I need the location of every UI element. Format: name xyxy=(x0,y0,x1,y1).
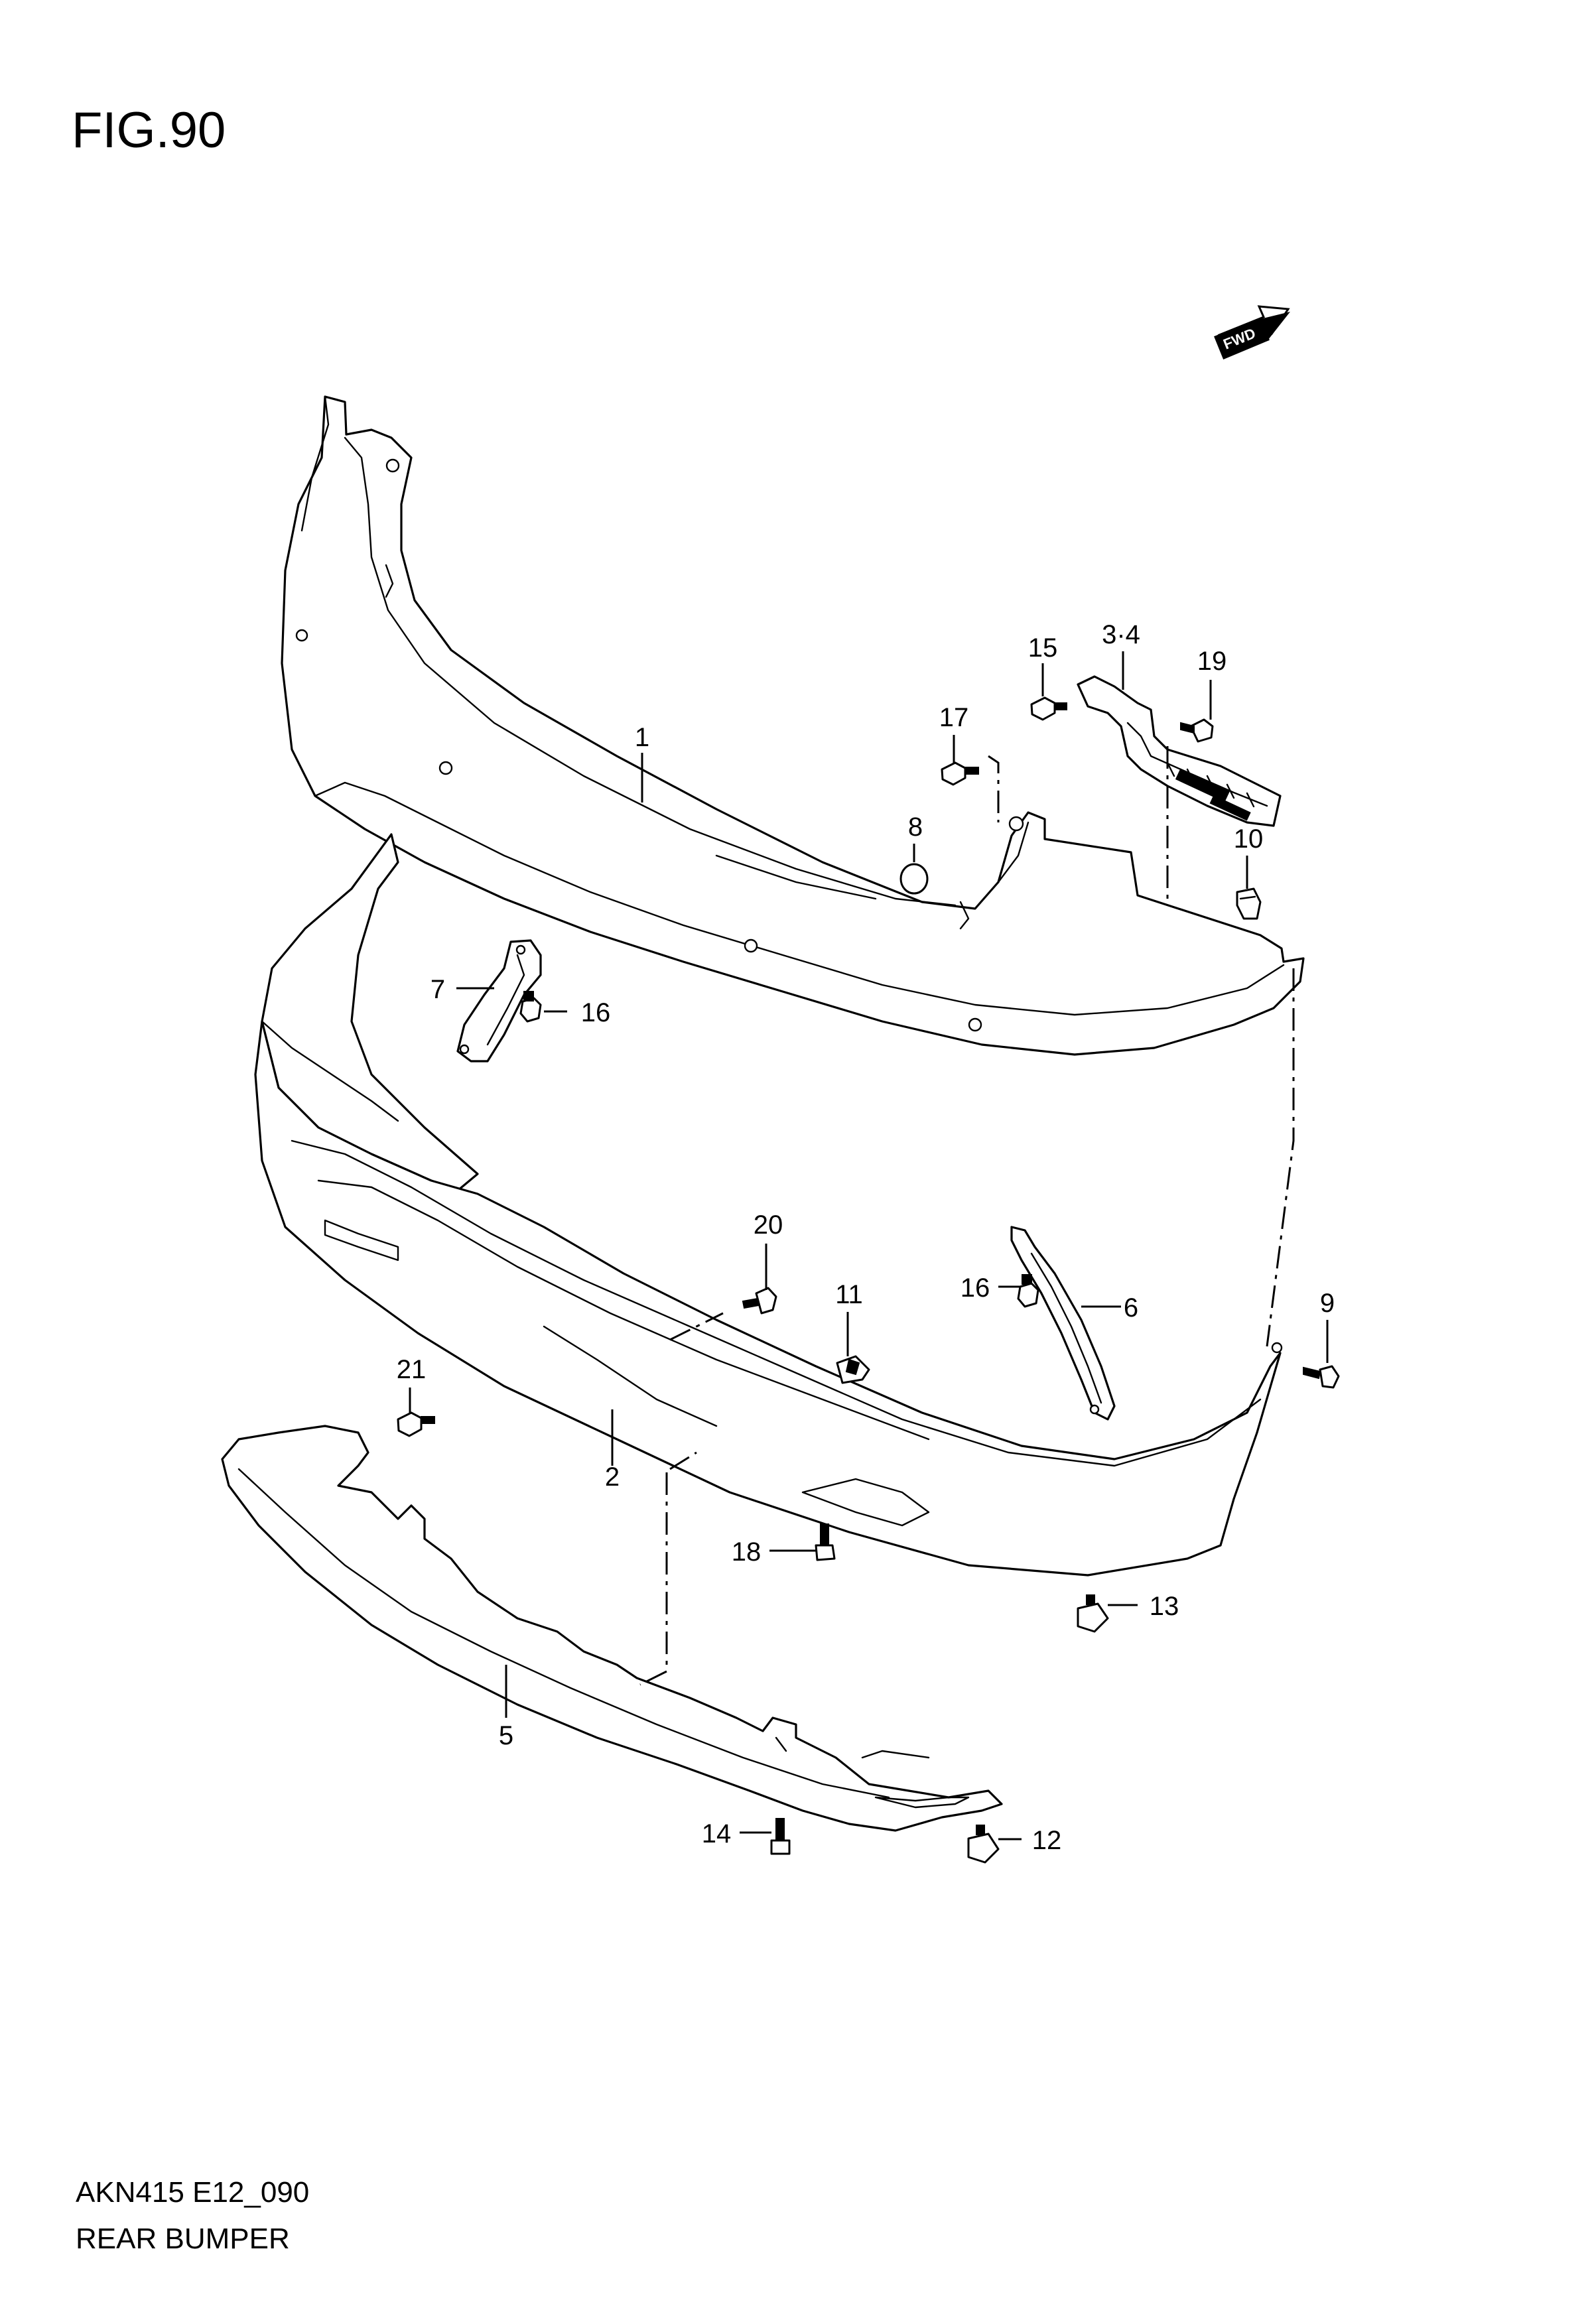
callout-7: 7 xyxy=(431,975,445,1004)
callout-16-right: 16 xyxy=(961,1273,990,1303)
nut-10 xyxy=(1236,887,1262,920)
clip-11 xyxy=(836,1355,870,1384)
connector-line xyxy=(639,1670,667,1686)
bumper-bracket-part xyxy=(1077,675,1282,827)
under-cover-part xyxy=(221,1425,1003,1832)
callout-21: 21 xyxy=(397,1355,427,1384)
diagram-code: AKN415 E12_090 xyxy=(76,2176,309,2209)
bolt-17 xyxy=(941,761,979,786)
screw-19 xyxy=(1180,718,1214,743)
callout-19: 19 xyxy=(1197,647,1227,676)
connector-line xyxy=(669,1451,697,1470)
bolt-15 xyxy=(1030,696,1067,721)
upper-bumper-cover-part xyxy=(281,395,1305,1056)
bolt-16-right xyxy=(1017,1274,1039,1308)
bolt-18 xyxy=(815,1523,836,1561)
screw-20 xyxy=(742,1287,777,1315)
callout-8: 8 xyxy=(908,812,923,842)
connector-line xyxy=(988,755,1000,822)
figure-title: FIG.90 xyxy=(72,102,226,159)
callout-17: 17 xyxy=(939,703,969,732)
fwd-arrow-icon: FWD xyxy=(1214,305,1290,359)
callout-20: 20 xyxy=(754,1210,783,1240)
plug-8 xyxy=(899,863,929,895)
bolt-16-left xyxy=(519,991,542,1023)
callout-14: 14 xyxy=(702,1819,732,1848)
screw-9 xyxy=(1303,1365,1340,1389)
callout-3-4: 3·4 xyxy=(1102,620,1140,649)
right-stay-part xyxy=(1010,1226,1116,1421)
callout-2: 2 xyxy=(605,1462,620,1492)
callout-18: 18 xyxy=(732,1537,762,1567)
callout-16-left: 16 xyxy=(581,998,611,1027)
callout-13: 13 xyxy=(1150,1592,1179,1621)
callout-12: 12 xyxy=(1032,1826,1062,1855)
callout-10: 10 xyxy=(1234,824,1264,854)
lower-bumper-part xyxy=(254,833,1283,1577)
clip-12 xyxy=(967,1825,1000,1864)
bolt-21 xyxy=(397,1411,435,1437)
callout-11: 11 xyxy=(835,1280,863,1309)
callout-9: 9 xyxy=(1320,1289,1335,1318)
leader-lines xyxy=(409,651,1329,1840)
left-stay-part xyxy=(456,939,542,1063)
connector-line xyxy=(1266,968,1295,1347)
diagram-name: REAR BUMPER xyxy=(76,2223,290,2255)
callout-5: 5 xyxy=(499,1721,513,1750)
clip-13 xyxy=(1077,1594,1109,1633)
callout-1: 1 xyxy=(635,723,649,752)
callout-15: 15 xyxy=(1028,633,1058,663)
connector-line xyxy=(669,1312,724,1341)
callout-6: 6 xyxy=(1124,1293,1138,1323)
bolt-14 xyxy=(770,1818,791,1855)
